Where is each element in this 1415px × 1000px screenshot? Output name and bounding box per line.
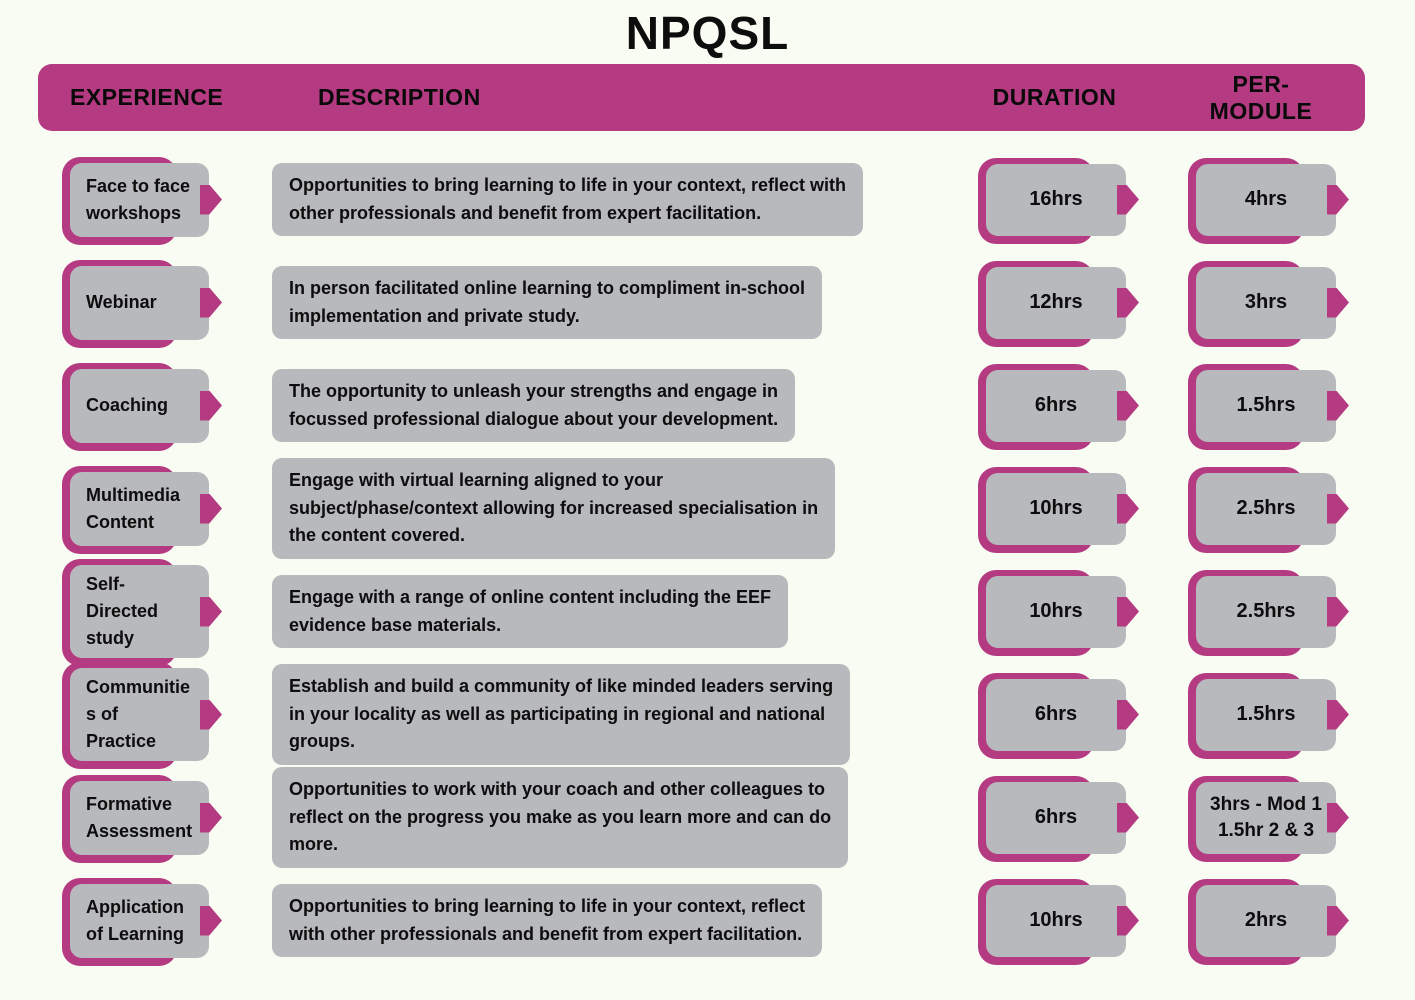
description-text: Engage with a range of online content in… (272, 575, 789, 648)
duration-value: 6hrs (1034, 703, 1078, 725)
page-title: NPQSL (625, 7, 790, 59)
per-module-value: 1.5hrs (1236, 394, 1296, 416)
experience-tag: Application of Learning (62, 877, 222, 966)
experience-tag: Webinar (62, 259, 222, 348)
duration-tag: 6hrs (978, 672, 1139, 759)
experience-tag: Formative Assessment (62, 774, 222, 863)
description-text: Opportunities to bring learning to life … (272, 163, 864, 236)
arrow-right-icon (1117, 493, 1139, 524)
per-module-tag: 1.5hrs (1188, 672, 1349, 759)
per-module-value: 2.5hrs (1236, 497, 1296, 519)
table-row: Application of Learning Opportunities to… (62, 869, 1415, 972)
description-text: Establish and build a community of like … (272, 664, 851, 765)
arrow-right-icon (1117, 699, 1139, 730)
arrow-right-icon (200, 184, 222, 215)
arrow-right-icon (1327, 184, 1349, 215)
column-header-description: DESCRIPTION (318, 84, 481, 110)
table-row: Communitie s of Practice Establish and b… (62, 662, 1415, 769)
experience-label: Communitie s of Practice (86, 677, 191, 751)
per-module-value: 4hrs (1244, 188, 1288, 210)
arrow-right-icon (1327, 390, 1349, 421)
column-header-per-module: PER-MODULE (1209, 70, 1313, 124)
arrow-right-icon (200, 802, 222, 833)
per-module-value: 2.5hrs (1236, 600, 1296, 622)
arrow-right-icon (1117, 184, 1139, 215)
description-text: Engage with virtual learning aligned to … (272, 458, 836, 559)
per-module-value: 3hrs (1244, 291, 1288, 313)
experience-label: Face to face workshops (86, 175, 191, 223)
experience-tag: Coaching (62, 362, 222, 451)
table-row: Multimedia Content Engage with virtual l… (62, 457, 1415, 560)
duration-tag: 10hrs (978, 466, 1139, 553)
per-module-value: 1.5hrs (1236, 703, 1296, 725)
duration-value: 12hrs (1029, 291, 1083, 313)
arrow-right-icon (1327, 802, 1349, 833)
table-row: Coaching The opportunity to unleash your… (62, 354, 1415, 457)
arrow-right-icon (1117, 905, 1139, 936)
per-module-tag: 2hrs (1188, 878, 1349, 965)
table-header: EXPERIENCE DESCRIPTION DURATION PER-MODU… (38, 64, 1365, 131)
arrow-right-icon (1327, 699, 1349, 730)
experience-label: Multimedia Content (86, 484, 181, 532)
column-header-duration: DURATION (992, 84, 1117, 110)
per-module-tag: 4hrs (1188, 157, 1349, 244)
arrow-right-icon (200, 699, 222, 730)
arrow-right-icon (1117, 596, 1139, 627)
duration-value: 10hrs (1029, 909, 1083, 931)
per-module-value: 2hrs (1244, 909, 1288, 931)
experience-tag: Self- Directed study (62, 559, 222, 666)
description-text: Opportunities to bring learning to life … (272, 884, 823, 957)
table-row: Formative Assessment Opportunities to wo… (62, 766, 1415, 869)
table-row: Self- Directed study Engage with a range… (62, 559, 1415, 666)
description-text: In person facilitated online learning to… (272, 266, 823, 339)
experience-tag: Multimedia Content (62, 465, 222, 554)
per-module-value: 3hrs - Mod 1 1.5hr 2 & 3 (1210, 793, 1322, 841)
experience-tag: Face to face workshops (62, 156, 222, 245)
arrow-right-icon (1327, 905, 1349, 936)
duration-value: 6hrs (1034, 394, 1078, 416)
experience-label: Formative Assessment (86, 793, 193, 841)
experience-label: Application of Learning (86, 896, 184, 944)
duration-tag: 6hrs (978, 363, 1139, 450)
arrow-right-icon (200, 287, 222, 318)
table-body: Face to face workshops Opportunities to … (62, 148, 1415, 972)
experience-tag: Communitie s of Practice (62, 662, 222, 769)
duration-tag: 6hrs (978, 775, 1139, 862)
arrow-right-icon (200, 596, 222, 627)
duration-value: 10hrs (1029, 497, 1083, 519)
arrow-right-icon (1327, 596, 1349, 627)
description-text: The opportunity to unleash your strength… (272, 369, 796, 442)
duration-value: 6hrs (1034, 806, 1078, 828)
duration-tag: 10hrs (978, 878, 1139, 965)
experience-label: Coaching (86, 395, 169, 415)
experience-label: Self- Directed study (86, 574, 159, 648)
duration-tag: 12hrs (978, 260, 1139, 347)
per-module-tag: 3hrs - Mod 1 1.5hr 2 & 3 (1188, 775, 1349, 862)
table-row: Face to face workshops Opportunities to … (62, 148, 1415, 251)
arrow-right-icon (200, 905, 222, 936)
description-text: Opportunities to work with your coach an… (272, 767, 849, 868)
per-module-tag: 2.5hrs (1188, 569, 1349, 656)
arrow-right-icon (200, 493, 222, 524)
arrow-right-icon (1327, 493, 1349, 524)
arrow-right-icon (200, 390, 222, 421)
duration-value: 16hrs (1029, 188, 1083, 210)
per-module-tag: 1.5hrs (1188, 363, 1349, 450)
arrow-right-icon (1117, 390, 1139, 421)
arrow-right-icon (1117, 802, 1139, 833)
per-module-tag: 3hrs (1188, 260, 1349, 347)
duration-tag: 10hrs (978, 569, 1139, 656)
experience-label: Webinar (86, 292, 157, 312)
arrow-right-icon (1117, 287, 1139, 318)
duration-tag: 16hrs (978, 157, 1139, 244)
duration-value: 10hrs (1029, 600, 1083, 622)
arrow-right-icon (1327, 287, 1349, 318)
column-header-experience: EXPERIENCE (70, 84, 224, 110)
table-row: Webinar In person facilitated online lea… (62, 251, 1415, 354)
per-module-tag: 2.5hrs (1188, 466, 1349, 553)
